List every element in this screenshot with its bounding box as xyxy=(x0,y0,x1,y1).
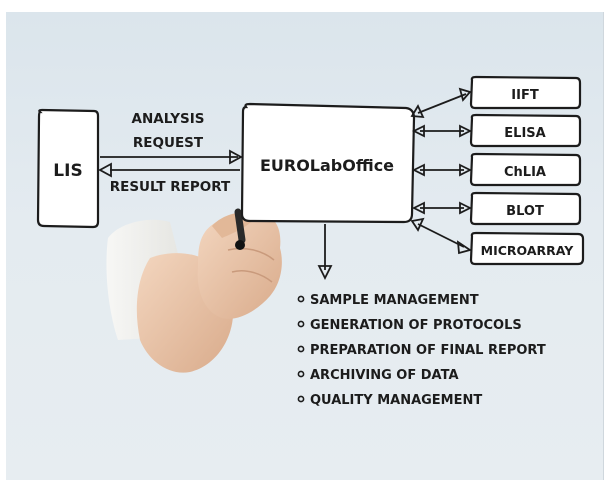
feature-label: ARCHIVING OF DATA xyxy=(310,368,459,383)
device-box xyxy=(469,75,582,110)
feature-item: SAMPLE MANAGEMENT xyxy=(297,293,479,308)
lis-label: LIS xyxy=(53,161,82,181)
feature-item: ARCHIVING OF DATA xyxy=(297,368,459,383)
feature-list: SAMPLE MANAGEMENT GENERATION OF PROTOCOL… xyxy=(297,293,546,408)
marker-icon xyxy=(234,208,246,244)
device-blot: BLOT xyxy=(469,191,582,226)
lis-box xyxy=(36,108,100,229)
request-arrow-head xyxy=(229,149,243,165)
request-label: REQUEST xyxy=(133,135,204,151)
bullet-icon xyxy=(297,395,305,403)
device-box xyxy=(469,191,582,226)
connector-line xyxy=(417,223,465,248)
analysis-label: ANALYSIS xyxy=(132,111,205,127)
eurolaboffice-box xyxy=(240,102,416,224)
result-arrow-head xyxy=(98,162,112,178)
connector-head-left xyxy=(410,104,425,119)
finger-line xyxy=(231,270,273,283)
feature-item: GENERATION OF PROTOCOLS xyxy=(297,318,522,333)
device-connector-chlia xyxy=(411,163,473,177)
device-elisa: ELISA xyxy=(469,113,582,148)
connector-head-left xyxy=(411,124,425,138)
device-label: ELISA xyxy=(504,126,545,141)
result-report-label: RESULT REPORT xyxy=(110,179,231,195)
device-connector-elisa xyxy=(411,124,473,138)
feature-label: QUALITY MANAGEMENT xyxy=(310,393,482,408)
connector-head-left xyxy=(411,201,425,215)
device-connector-microarray xyxy=(410,217,473,255)
device-connector-blot xyxy=(411,201,473,215)
device-connector-iift xyxy=(410,87,472,119)
device-chlia: ChLIA xyxy=(469,152,582,187)
device-box xyxy=(469,113,582,148)
device-label: IIFT xyxy=(511,88,539,103)
feature-label: PREPARATION OF FINAL REPORT xyxy=(310,343,546,358)
connector-head-left xyxy=(411,163,425,177)
device-iift: IIFT xyxy=(469,75,582,110)
hand-shape xyxy=(197,213,282,319)
feature-label: SAMPLE MANAGEMENT xyxy=(310,293,479,308)
device-microarray: MICROARRAY xyxy=(469,231,585,266)
device-label: BLOT xyxy=(506,204,544,219)
bullet-icon xyxy=(297,295,305,303)
bullet-icon xyxy=(297,370,305,378)
hand-with-marker-image xyxy=(106,208,282,373)
connector-head-left xyxy=(410,217,425,232)
eurolaboffice-label: EUROLabOffice xyxy=(260,156,394,175)
knuckle-line xyxy=(227,247,275,261)
device-label: MICROARRAY xyxy=(481,243,575,258)
device-label: ChLIA xyxy=(504,165,546,180)
connector-head-right xyxy=(459,124,473,138)
connector-line xyxy=(417,93,467,114)
connector-head-right xyxy=(458,87,472,102)
connector-head-right xyxy=(459,201,473,215)
marker-tip-icon xyxy=(235,240,245,250)
feature-item: PREPARATION OF FINAL REPORT xyxy=(297,343,546,358)
feature-item: QUALITY MANAGEMENT xyxy=(297,393,482,408)
features-arrow-head xyxy=(317,265,333,281)
bullet-icon xyxy=(297,345,305,353)
device-box xyxy=(469,152,582,187)
device-box xyxy=(469,231,585,266)
bullet-icon xyxy=(297,320,305,328)
connector-head-right xyxy=(456,240,473,255)
connector-head-right xyxy=(459,163,473,177)
feature-label: GENERATION OF PROTOCOLS xyxy=(310,318,522,333)
